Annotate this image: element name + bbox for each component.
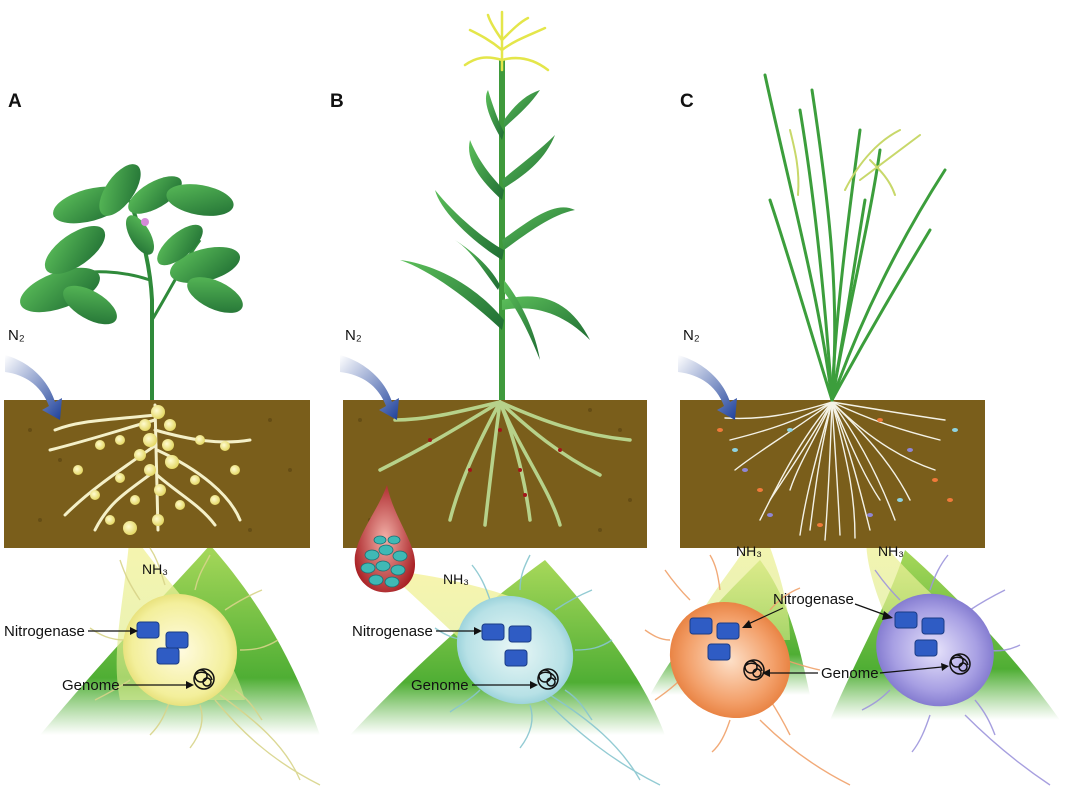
panel-b-tassel: [463, 10, 550, 72]
panel-c-rice-panicles: [789, 129, 921, 196]
panel-c-nh3-right-label: NH₃: [878, 543, 904, 559]
panel-c-nh3-left-label: NH₃: [736, 543, 762, 559]
panel-c-genome-label: Genome: [821, 665, 879, 682]
panel-c-bacterium-right: [861, 554, 1051, 786]
panel-a-n2-label: N₂: [8, 327, 25, 344]
panel-a-bacterium: [89, 547, 321, 786]
panel-c-rice-blades: [763, 73, 947, 402]
panel-c-letter: C: [680, 91, 694, 112]
panel-b-bacteroids: [360, 535, 408, 588]
panel-c-right-genome-icon: [949, 653, 971, 675]
panel-c-nitrogenase-pointer-left: [745, 607, 784, 626]
panel-a-nitrogenase-label: Nitrogenase: [4, 623, 85, 640]
panel-a: A: [4, 91, 321, 786]
panel-c-soil-bacteria: [717, 418, 958, 527]
panel-b-roots: [378, 400, 632, 527]
panel-b-letter: B: [330, 91, 344, 112]
panel-a-nitrogenase-icons: [136, 621, 189, 665]
panel-a-n2-arrow: [5, 355, 62, 420]
panel-a-letter: A: [8, 91, 22, 112]
panel-b-bacterium: [434, 554, 661, 786]
panel-a-nodules: [73, 405, 240, 535]
panel-a-genome-label: Genome: [62, 677, 120, 694]
panel-c-nitrogenase-label: Nitrogenase: [773, 591, 854, 608]
panel-c-bacterium-left: [644, 554, 851, 786]
panel-c-left-nitrogenase-icons: [689, 617, 740, 661]
panel-c-n2-arrow: [678, 355, 737, 420]
panel-b-genome-icon: [537, 668, 559, 690]
panel-b-genome-label: Genome: [411, 677, 469, 694]
panel-c-roots: [724, 401, 946, 541]
panel-a-leaves: [20, 164, 243, 325]
panel-c-genome-pointer-right: [879, 666, 943, 674]
panel-c-n2-label: N₂: [683, 327, 700, 344]
panel-a-nh3-label: NH₃: [142, 561, 168, 577]
panel-c-nitrogenase-pointer-right: [854, 603, 889, 617]
panel-b-nitrogenase-label: Nitrogenase: [352, 623, 433, 640]
panel-c: C: [644, 73, 1060, 786]
panel-b-nitrogenase-icons: [481, 623, 532, 667]
panel-c-soil: [680, 400, 985, 548]
panel-c-right-nitrogenase-icons: [894, 611, 945, 657]
panel-b-n2-arrow: [340, 355, 399, 420]
panel-b: B: [330, 10, 665, 786]
panel-b-nh3-label: NH₃: [443, 571, 469, 587]
panel-a-genome-icon: [193, 668, 215, 690]
panel-c-left-genome-icon: [743, 659, 765, 681]
panel-b-leaves: [400, 90, 590, 360]
panel-b-n2-label: N₂: [345, 327, 362, 344]
